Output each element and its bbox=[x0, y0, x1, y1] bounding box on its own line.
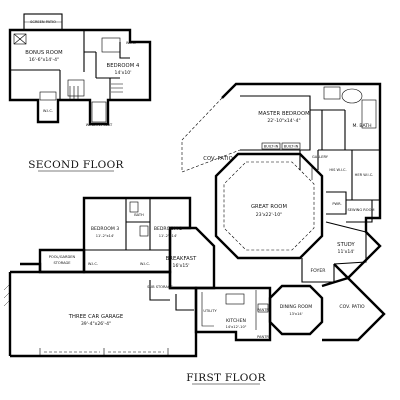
foyer-label: FOYER bbox=[311, 268, 327, 274]
pantry-label-1: PANTRY bbox=[257, 308, 272, 312]
breakfast-label: BREAKFAST bbox=[166, 256, 198, 262]
bedroom3-dims: 11'-2"x14' bbox=[96, 234, 115, 238]
first-floor-plan: MASTER BEDROOM 22'-10"x14'-4" M. BATH HI… bbox=[3, 82, 386, 358]
front-patio-outline bbox=[321, 276, 386, 342]
kitchen-outline bbox=[194, 286, 272, 342]
garage-outline bbox=[10, 262, 198, 358]
her-wic-label: HER W.I.C. bbox=[355, 173, 374, 177]
bedroom4-label: BEDROOM 4 bbox=[107, 63, 141, 69]
front-cov-patio-label: COV. PATIO bbox=[339, 304, 365, 310]
study-dims: 11'x14' bbox=[338, 249, 355, 255]
kitchen-label: KITCHEN bbox=[226, 318, 246, 324]
bedroom4-dims: 14'x10' bbox=[115, 70, 132, 76]
sewing-room-label: SEWING ROOM bbox=[347, 208, 374, 212]
pool-garden-label: POOL/GARDEN bbox=[49, 255, 76, 259]
dining-room-outline bbox=[268, 284, 324, 336]
built-in-1: BUILT-IN bbox=[264, 145, 279, 149]
first-floor-title: FIRST FLOOR bbox=[186, 372, 266, 384]
powder-label: PWR. bbox=[332, 202, 341, 206]
second-floor-title: SECOND FLOOR bbox=[28, 159, 124, 171]
dining-room-dims: 13'x14' bbox=[289, 312, 302, 316]
bonus-room-label: BONUS ROOM bbox=[25, 50, 62, 56]
bonus-wic-label: W.I.C. bbox=[43, 109, 53, 113]
bedroom2-label: BEDROOM 2 bbox=[154, 226, 182, 232]
his-wic-label: HIS W.I.C. bbox=[329, 168, 346, 172]
kitchen-dims: 14'x12'-10" bbox=[226, 325, 247, 329]
window-seat-label: WINDOW SEAT bbox=[86, 123, 113, 127]
wic-label-2: W.I.C. bbox=[140, 262, 150, 266]
garage-dims: 39'-4"x26'-4" bbox=[81, 321, 111, 327]
sub-storage-label: SUB STORAGE bbox=[147, 285, 173, 289]
utility-label: UTILITY bbox=[203, 309, 217, 313]
master-bedroom-dims: 22'-10"x14'-4" bbox=[267, 118, 300, 124]
storage-label: STORAGE bbox=[53, 261, 71, 265]
second-floor-plan: SCREEN PATIO W.I.C. BONUS ROOM 16'-6"x14… bbox=[8, 13, 152, 127]
second-floor-outline bbox=[8, 28, 152, 126]
built-in-2: BUILT-IN bbox=[284, 145, 299, 149]
cov-patio-outline bbox=[181, 97, 241, 173]
great-room-label: GREAT ROOM bbox=[251, 204, 287, 210]
wic-label-1: W.I.C. bbox=[88, 262, 98, 266]
bonus-room-dims: 16'-6"x14'-4" bbox=[29, 57, 59, 63]
bath-label: BATH bbox=[134, 213, 144, 217]
master-wing-outline bbox=[221, 82, 382, 280]
cov-patio-label: COV. PATIO bbox=[203, 156, 233, 162]
study-label: STUDY bbox=[337, 242, 355, 248]
gallery-label: GALLERY bbox=[312, 155, 329, 159]
bedroom3-label: BEDROOM 3 bbox=[91, 226, 119, 232]
pantry-label-2: PANTRY bbox=[257, 335, 272, 339]
bedroom2-dims: 11'-2"x14' bbox=[159, 234, 178, 238]
garage-label: THREE CAR GARAGE bbox=[68, 314, 124, 320]
master-bath-label: M. BATH bbox=[352, 123, 371, 129]
bedroom4-wic-label: W.I.C. bbox=[126, 41, 136, 45]
master-bedroom-label: MASTER BEDROOM bbox=[258, 111, 310, 117]
great-room-dims: 23'x22'-10" bbox=[256, 212, 283, 218]
dining-room-label: DINING ROOM bbox=[280, 304, 313, 310]
breakfast-dims: 16'x15' bbox=[173, 263, 190, 269]
screen-patio-label: SCREEN PATIO bbox=[30, 20, 56, 24]
